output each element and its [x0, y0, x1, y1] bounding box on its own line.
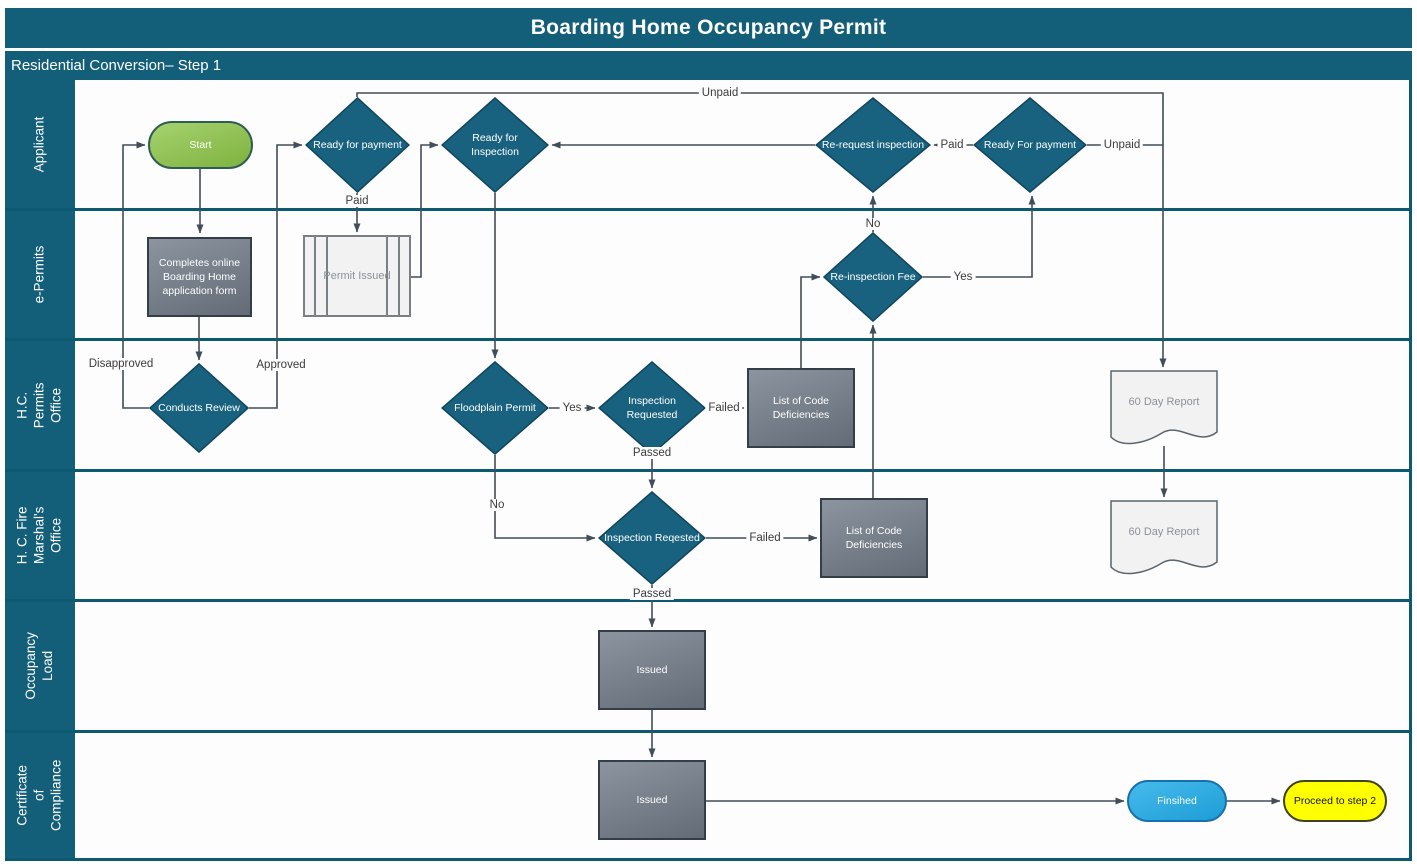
lane-body-fire-marshals-office	[75, 472, 1409, 599]
lane-body-hc-permits-office	[75, 341, 1409, 469]
lane-hc-permits-office: H.C. Permits Office	[5, 341, 1412, 472]
lane-body-e-permits	[75, 211, 1409, 338]
lane-label-occupancy-load: Occupancy Load	[5, 602, 75, 730]
lane-e-permits: e-Permits	[5, 211, 1412, 341]
page-subtitle: Residential Conversion– Step 1	[5, 51, 1412, 80]
lane-applicant: Applicant	[5, 80, 1412, 211]
page-title: Boarding Home Occupancy Permit	[5, 8, 1412, 48]
lane-label-certificate-of-compliance: Certificate of Compliance	[5, 733, 75, 858]
lane-label-e-permits: e-Permits	[5, 211, 75, 338]
lane-body-occupancy-load	[75, 602, 1409, 730]
lane-body-certificate-of-compliance	[75, 733, 1409, 858]
lane-label-hc-permits-office: H.C. Permits Office	[5, 341, 75, 469]
lane-occupancy-load: Occupancy Load	[5, 602, 1412, 733]
lane-fire-marshals-office: H. C. Fire Marshal's Office	[5, 472, 1412, 602]
lane-body-applicant	[75, 80, 1409, 208]
lane-certificate-of-compliance: Certificate of Compliance	[5, 733, 1412, 861]
lane-label-fire-marshals-office: H. C. Fire Marshal's Office	[5, 472, 75, 599]
lane-label-applicant: Applicant	[5, 80, 75, 208]
